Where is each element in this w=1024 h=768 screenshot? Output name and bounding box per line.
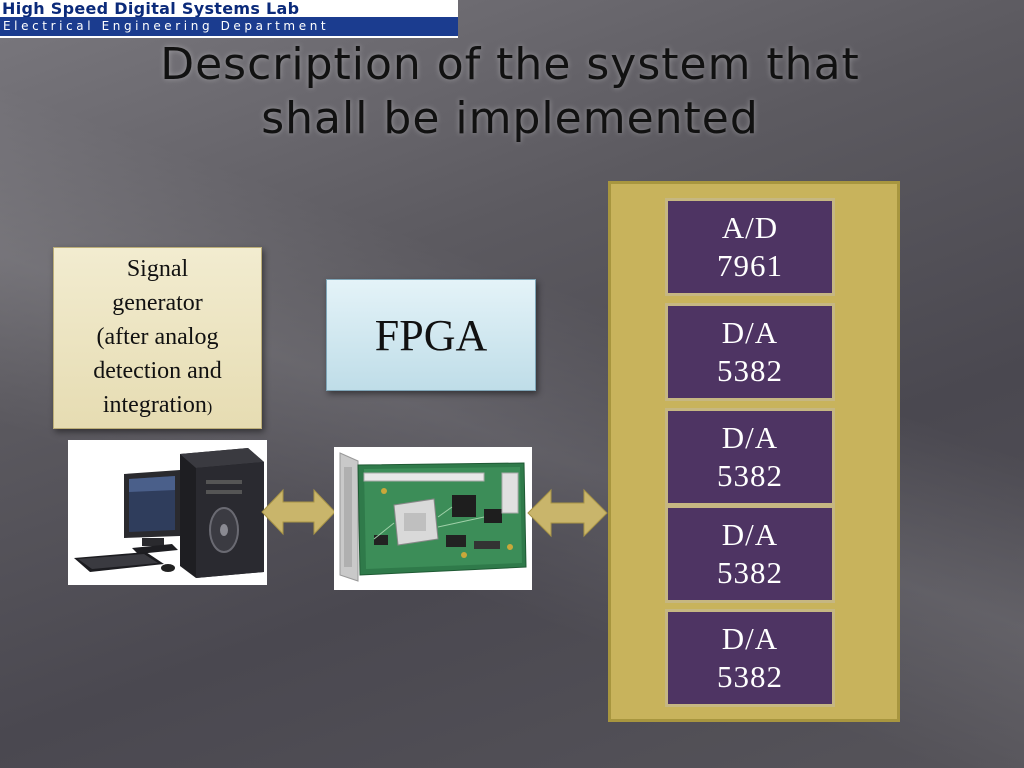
signal-line-3: (after analog xyxy=(96,323,219,350)
chip-model: 5382 xyxy=(717,659,783,694)
chip-type: A/D xyxy=(721,210,779,245)
desktop-computer-icon xyxy=(68,440,267,585)
logo-department-name: Electrical Engineering Department xyxy=(3,19,330,33)
chip-model: 5382 xyxy=(717,353,783,388)
logo-lab-name: High Speed Digital Systems Lab xyxy=(2,0,300,18)
logo-department-bar: Electrical Engineering Department xyxy=(0,17,458,36)
fpga-board-drawing xyxy=(339,452,527,582)
slide-title: Description of the system that shall be … xyxy=(60,38,960,146)
desktop-computer-drawing xyxy=(74,448,264,578)
chip-model: 7961 xyxy=(717,248,783,283)
signal-closing-paren: ) xyxy=(206,398,213,416)
double-arrow-icon xyxy=(261,488,336,536)
chip-model: 5382 xyxy=(717,555,783,590)
signal-line-5-text: integration xyxy=(102,391,207,418)
fpga-box: FPGA xyxy=(326,279,536,391)
converter-chip-da-3: D/A 5382 xyxy=(665,505,835,603)
signal-line-2: generator xyxy=(112,289,203,316)
chip-type: D/A xyxy=(721,315,779,350)
converter-chip-da-4: D/A 5382 xyxy=(665,609,835,707)
lab-logo: High Speed Digital Systems Lab Electrica… xyxy=(0,0,458,38)
chip-type: D/A xyxy=(721,621,779,656)
signal-line-5: integration) xyxy=(93,388,222,425)
double-arrow-icon xyxy=(527,488,608,538)
converter-chip-ad: A/D 7961 xyxy=(665,198,835,296)
signal-generator-text: Signal generator (after analog detection… xyxy=(93,252,222,425)
fpga-board-icon xyxy=(334,447,532,590)
signal-line-1: Signal xyxy=(126,255,189,282)
converter-chip-da-2: D/A 5382 xyxy=(665,408,835,506)
chip-type: D/A xyxy=(721,420,779,455)
slide-title-line-2: shall be implemented xyxy=(261,93,759,144)
converter-chip-da-1: D/A 5382 xyxy=(665,303,835,401)
fpga-label: FPGA xyxy=(374,310,488,360)
chip-type: D/A xyxy=(721,517,779,552)
signal-line-4: detection and xyxy=(93,357,222,384)
chip-model: 5382 xyxy=(717,458,783,493)
slide-title-line-1: Description of the system that xyxy=(160,39,860,90)
signal-generator-box: Signal generator (after analog detection… xyxy=(53,247,262,429)
